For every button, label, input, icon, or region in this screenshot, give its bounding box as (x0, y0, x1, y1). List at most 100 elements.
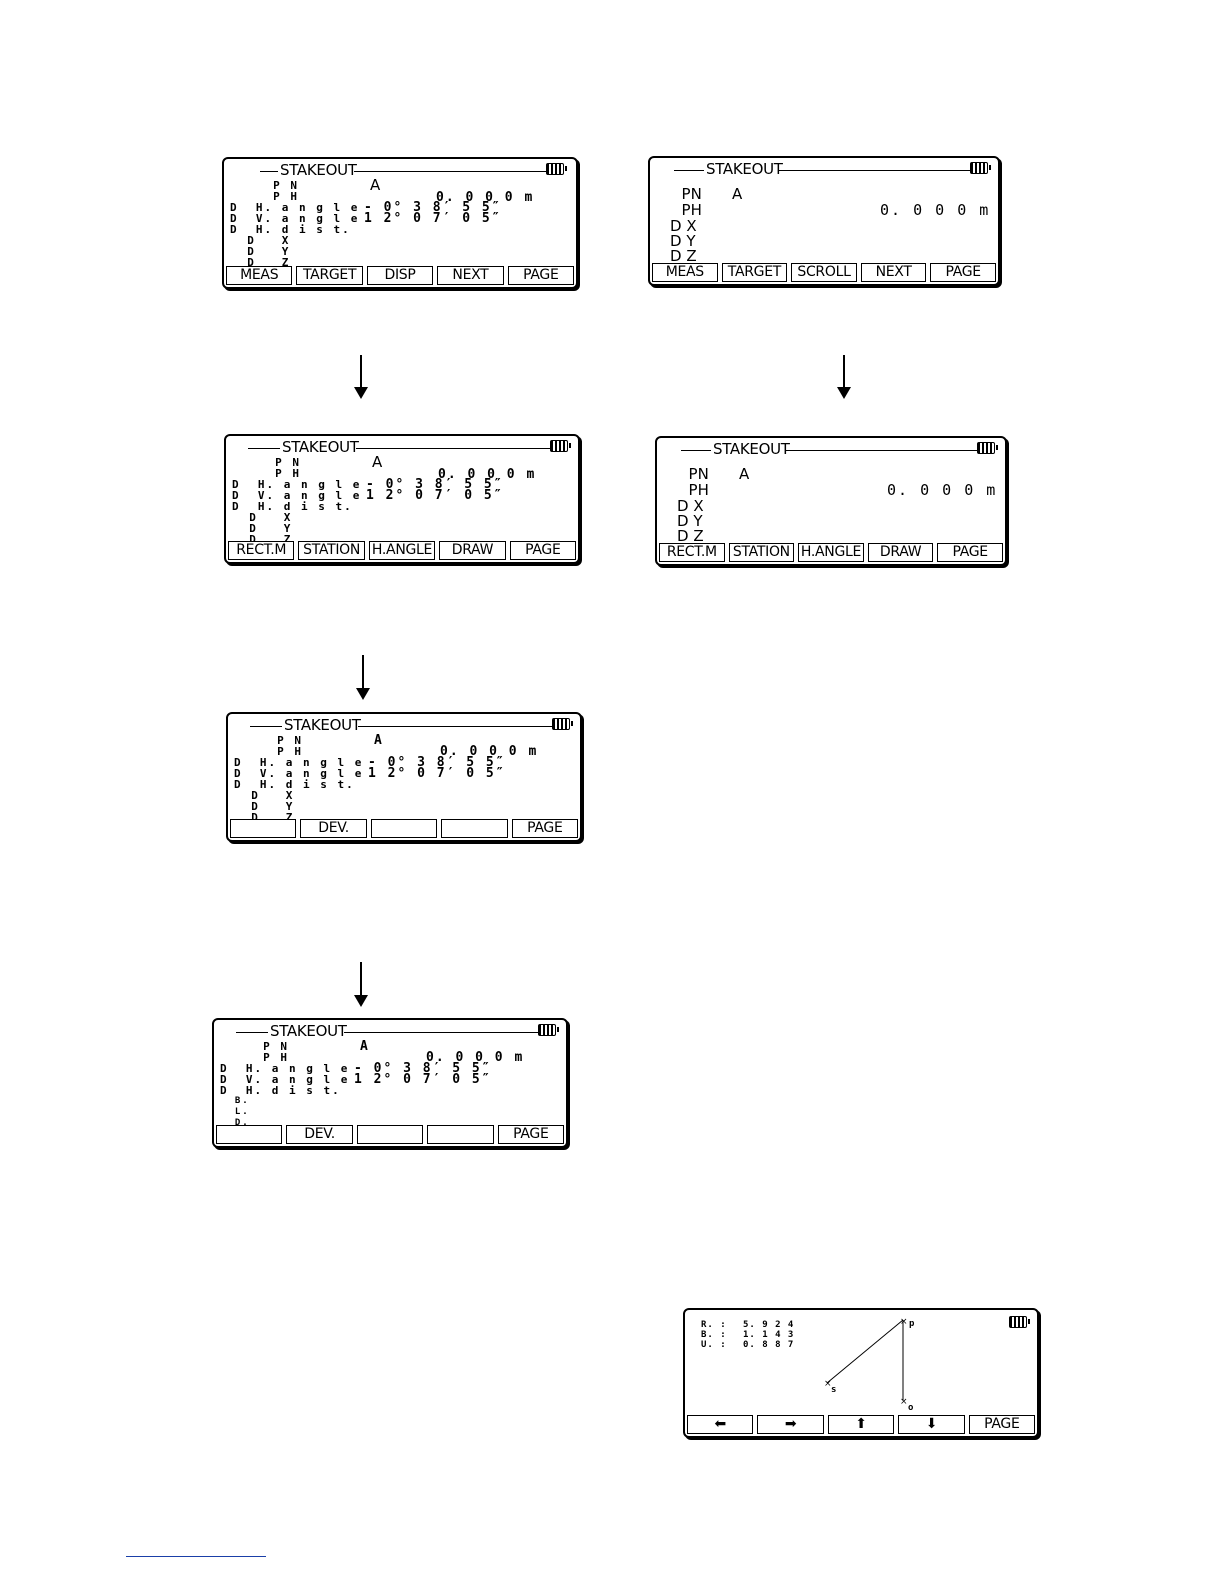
row-h-angle: D H. a n g l e (232, 478, 362, 491)
row-v-angle: D V. a n g l e (232, 489, 362, 502)
draw-screen: R. : B. : U. : 5. 9 2 4 1. 1 4 3 0. 8 8 … (683, 1308, 1039, 1438)
pn-value: A (370, 176, 381, 194)
stakeout-screen-6: STAKEOUT P N P H D H. a n g l e D V. a n… (212, 1018, 568, 1148)
left-arrow-button[interactable]: ⬅ (687, 1415, 754, 1434)
empty-softkey-1[interactable] (216, 1125, 283, 1144)
flow-arrow-right-1 (837, 355, 851, 399)
row-h-dist: D H. d i s t. (234, 778, 355, 791)
ph-value: 0. 0 0 0 m (438, 467, 537, 482)
row-dx: D X (232, 511, 293, 524)
scroll-button[interactable]: SCROLL (791, 263, 857, 282)
battery-icon (538, 1024, 559, 1036)
battery-icon (552, 718, 573, 730)
line-s-to-p (826, 1319, 904, 1384)
row-pn: PN (672, 185, 702, 203)
title-rule-left (260, 171, 280, 172)
page-button[interactable]: PAGE (507, 266, 575, 285)
row-h-dist: D H. d i s t. (220, 1084, 341, 1097)
h-angle-value: - 0° 3 8′ 5 5″ (368, 755, 506, 770)
battery-icon (970, 162, 991, 174)
ph-value: 0. 0 0 0 m (887, 481, 998, 499)
battery-icon (546, 163, 567, 175)
softkey-bar: RECT.M STATION H.ANGLE DRAW PAGE (228, 541, 577, 560)
target-button[interactable]: TARGET (721, 263, 788, 282)
title-rule-right (356, 448, 554, 449)
v-angle-value: 1 2° 0 7′ 0 5″ (366, 488, 504, 503)
pn-value: A (372, 453, 383, 471)
meas-button[interactable]: MEAS (226, 266, 293, 285)
u-value: 0. 8 8 7 (743, 1340, 795, 1350)
row-dx: D X (677, 497, 704, 515)
stakeout-screen-5: STAKEOUT P N P H D H. a n g l e D V. a n… (226, 712, 582, 842)
page-button[interactable]: PAGE (968, 1415, 1036, 1434)
point-p-label: p (909, 1319, 915, 1329)
rect-m-button[interactable]: RECT.M (659, 543, 725, 562)
row-ph: P H (230, 190, 299, 203)
pn-value: A (739, 465, 750, 483)
point-o-marker: × (900, 1397, 908, 1407)
softkey-bar: MEAS TARGET SCROLL NEXT PAGE (652, 263, 996, 282)
row-b: B. : (701, 1330, 727, 1340)
title-rule-left (674, 170, 704, 171)
page-button[interactable]: PAGE (511, 819, 579, 838)
screen-title: STAKEOUT (278, 161, 359, 179)
h-angle-button[interactable]: H.ANGLE (798, 543, 864, 562)
empty-softkey-4[interactable] (441, 819, 508, 838)
title-rule-right (344, 1032, 542, 1033)
empty-softkey-1[interactable] (230, 819, 297, 838)
row-dz: D Z (232, 533, 293, 546)
page-button[interactable]: PAGE (937, 543, 1003, 562)
dev-button[interactable]: DEV. (300, 819, 367, 838)
next-button[interactable]: NEXT (860, 263, 927, 282)
station-button[interactable]: STATION (728, 543, 795, 562)
stakeout-screen-4: STAKEOUT PN PH D X D Y D Z A 0. 0 0 0 m … (655, 436, 1007, 566)
row-pn: P N (230, 179, 299, 192)
row-dy: D Y (677, 512, 703, 530)
h-angle-value: - 0° 3 8′ 5 5″ (366, 477, 504, 492)
empty-softkey-4[interactable] (427, 1125, 494, 1144)
ph-value: 0. 0 0 0 m (440, 744, 539, 759)
softkey-bar: MEAS TARGET DISP NEXT PAGE (226, 266, 575, 285)
title-rule-left (248, 448, 280, 449)
page-button[interactable]: PAGE (497, 1125, 565, 1144)
dev-button[interactable]: DEV. (286, 1125, 353, 1144)
empty-softkey-3[interactable] (356, 1125, 424, 1144)
h-angle-button[interactable]: H.ANGLE (368, 541, 436, 560)
pn-value: A (732, 185, 743, 203)
meas-button[interactable]: MEAS (652, 263, 718, 282)
row-dy: D Y (234, 800, 295, 813)
station-button[interactable]: STATION (298, 541, 365, 560)
row-dy: D Y (670, 232, 696, 250)
title-rule-right (785, 450, 983, 451)
title-rule-left (250, 726, 282, 727)
row-dy: D Y (232, 522, 293, 535)
down-arrow-button[interactable]: ⬇ (898, 1415, 965, 1434)
row-dx: D X (230, 234, 291, 247)
draw-button[interactable]: DRAW (439, 541, 506, 560)
pn-value: A (360, 1039, 370, 1054)
empty-softkey-3[interactable] (370, 819, 438, 838)
stakeout-screen-3: STAKEOUT P N P H D H. a n g l e D V. a n… (224, 434, 580, 564)
page-button[interactable]: PAGE (509, 541, 577, 560)
row-dz: D Z (230, 256, 291, 269)
right-arrow-button[interactable]: ➡ (757, 1415, 824, 1434)
target-button[interactable]: TARGET (296, 266, 363, 285)
rect-m-button[interactable]: RECT.M (228, 541, 295, 560)
title-rule-right (354, 171, 552, 172)
draw-button[interactable]: DRAW (867, 543, 934, 562)
flow-arrow-left-3 (354, 962, 368, 1007)
row-dx: D X (234, 789, 295, 802)
page-button[interactable]: PAGE (930, 263, 996, 282)
row-v-angle: D V. a n g l e (234, 767, 364, 780)
title-rule-left (681, 450, 711, 451)
row-h-dist: D H. d i s t. (230, 223, 351, 236)
disp-button[interactable]: DISP (366, 266, 434, 285)
flow-arrow-left-1 (354, 355, 368, 399)
title-rule-right (778, 170, 976, 171)
row-dx: D X (670, 217, 697, 235)
up-arrow-button[interactable]: ⬆ (827, 1415, 895, 1434)
row-h-angle: D H. a n g l e (234, 756, 364, 769)
screen-title: STAKEOUT (282, 716, 363, 734)
row-ph: P H (220, 1051, 289, 1064)
next-button[interactable]: NEXT (437, 266, 504, 285)
